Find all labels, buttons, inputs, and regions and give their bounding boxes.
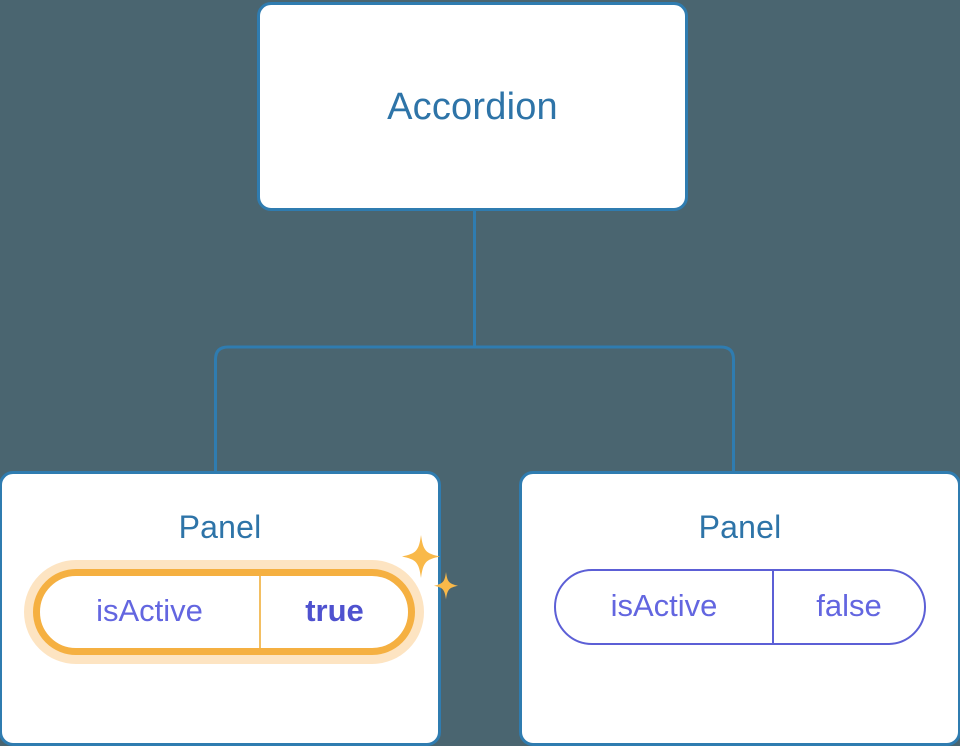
sparkle-large-icon bbox=[402, 535, 440, 578]
prop-value-label: true bbox=[259, 576, 408, 648]
node-accordion[interactable]: Accordion bbox=[257, 2, 688, 211]
prop-pill-isactive-false[interactable]: isActive false bbox=[554, 569, 926, 645]
prop-pill-wrapper-right: isActive false bbox=[554, 569, 926, 645]
prop-pill-isactive-true[interactable]: isActive true bbox=[33, 569, 415, 655]
node-panel-right[interactable]: Panel isActive false bbox=[519, 471, 960, 746]
connector-branch-left bbox=[214, 345, 475, 472]
connector-branch-right bbox=[474, 345, 735, 472]
prop-key-label: isActive bbox=[610, 588, 718, 623]
prop-value-label: false bbox=[772, 571, 924, 643]
sparkle-icon bbox=[402, 535, 458, 600]
prop-pill-wrapper-left: isActive true bbox=[33, 535, 458, 655]
sparkle-small-icon bbox=[434, 572, 458, 600]
prop-key-label: isActive bbox=[96, 593, 203, 628]
node-panel-left-title: Panel bbox=[178, 509, 262, 545]
node-panel-right-title: Panel bbox=[698, 509, 782, 545]
node-accordion-title: Accordion bbox=[387, 85, 558, 128]
node-panel-left[interactable]: Panel isActive true bbox=[0, 471, 458, 746]
